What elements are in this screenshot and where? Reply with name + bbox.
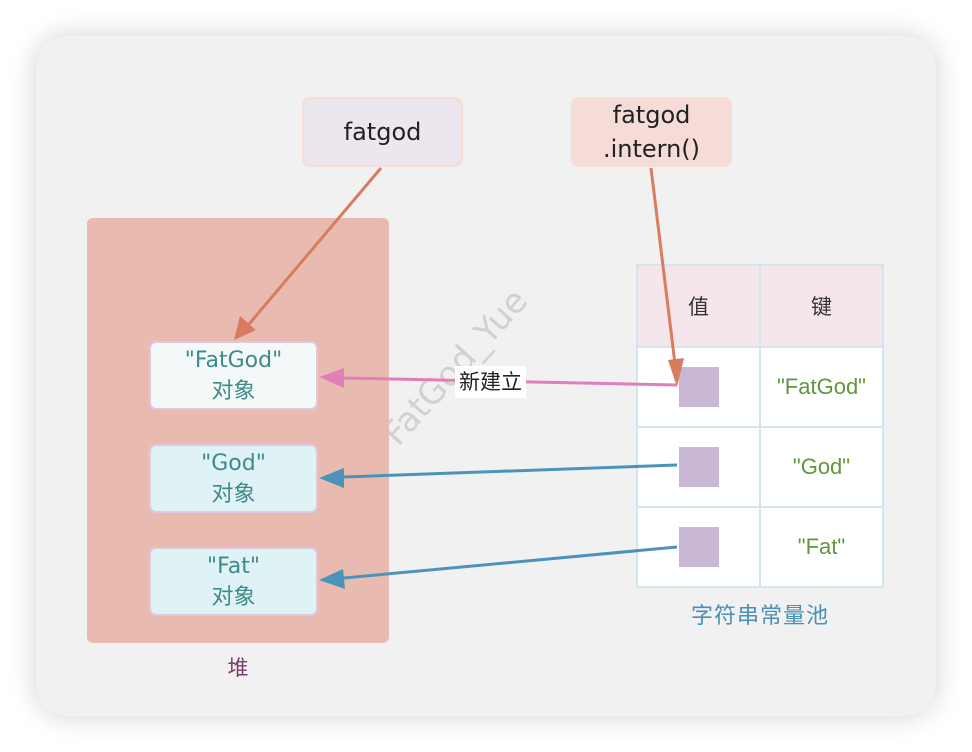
heap-object-fatgod: "FatGod" 对象 — [149, 341, 318, 410]
heap-object-fat: "Fat" 对象 — [149, 547, 318, 616]
reference-intern: fatgod .intern() — [571, 97, 732, 167]
pool-key-cell: "FatGod" — [759, 346, 884, 428]
pool-header-key: 键 — [759, 264, 884, 348]
string-pool-label: 字符串常量池 — [690, 604, 829, 629]
pool-row: "FatGod" — [636, 346, 884, 428]
heap-object-value: "Fat" — [207, 553, 260, 579]
heap-object-god: "God" 对象 — [149, 444, 318, 513]
reference-intern-line1: fatgod — [612, 101, 691, 129]
heap-object-value: "God" — [201, 450, 266, 476]
string-pool-table: 值 键 "FatGod" "God" "Fat" — [636, 264, 884, 588]
heap-object-suffix: 对象 — [211, 584, 256, 610]
heap-object-suffix: 对象 — [211, 481, 256, 507]
reference-intern-line2: .intern() — [602, 135, 701, 163]
pool-key-cell: "Fat" — [759, 506, 884, 588]
reference-fatgod-label: fatgod — [343, 118, 422, 146]
reference-fatgod: fatgod — [302, 97, 463, 167]
pool-value-cell — [636, 426, 761, 508]
pool-value-cell — [636, 506, 761, 588]
pointer-slot — [678, 447, 719, 487]
pool-row: "God" — [636, 426, 884, 508]
pool-header-row: 值 键 — [636, 264, 884, 348]
pointer-slot — [678, 367, 719, 407]
pool-value-cell — [636, 346, 761, 428]
edge-label-new: 新建立 — [455, 366, 526, 398]
heap-object-value: "FatGod" — [184, 347, 283, 373]
heap-object-suffix: 对象 — [211, 378, 256, 404]
pool-row: "Fat" — [636, 506, 884, 588]
pointer-slot — [678, 527, 719, 567]
pool-key-cell: "God" — [759, 426, 884, 508]
heap-label: 堆 — [227, 656, 249, 680]
pool-header-value: 值 — [636, 264, 761, 348]
